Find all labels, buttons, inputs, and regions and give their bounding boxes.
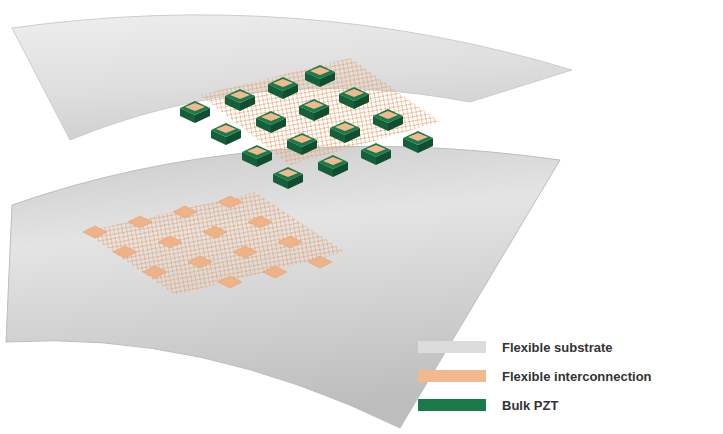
legend-label: Bulk PZT (502, 398, 558, 413)
electrode-pad (263, 266, 287, 278)
pzt-element (273, 167, 303, 189)
pzt-element (373, 109, 403, 131)
pzt-element (225, 89, 255, 111)
legend-entry: Flexible substrate (418, 337, 613, 357)
legend-entry: Flexible interconnection (418, 366, 652, 386)
electrode-pad (188, 256, 212, 268)
bottom-substrate (6, 146, 560, 428)
middle-interconnect-mesh (200, 58, 440, 165)
electrode-pad (158, 236, 182, 248)
bottom-electrode-pads (83, 196, 332, 288)
electrode-pad (83, 226, 107, 238)
pzt-element (330, 121, 360, 143)
electrode-pad (203, 226, 227, 238)
pzt-element (318, 155, 348, 177)
legend-swatch (418, 399, 486, 411)
legend-entry: Bulk PZT (418, 395, 558, 415)
electrode-pad (143, 266, 167, 278)
electrode-pad (113, 246, 137, 258)
pzt-element (403, 131, 433, 153)
pzt-element (256, 111, 286, 133)
pzt-element (339, 87, 369, 109)
pzt-element (299, 99, 329, 121)
electrode-pad (218, 276, 242, 288)
legend-swatch (418, 341, 486, 353)
electrode-pad (278, 236, 302, 248)
pzt-element (268, 77, 298, 99)
bottom-interconnect-mesh (85, 192, 345, 295)
electrode-pad (173, 206, 197, 218)
electrode-pad (248, 216, 272, 228)
legend-label: Flexible substrate (502, 340, 613, 355)
pzt-array (180, 65, 433, 189)
pzt-element (305, 65, 335, 87)
electrode-pad (128, 216, 152, 228)
electrode-pad (233, 246, 257, 258)
electrode-pad (308, 256, 332, 268)
electrode-pad (218, 196, 242, 208)
pzt-element (180, 101, 210, 123)
legend-swatch (418, 370, 486, 382)
pzt-element (287, 133, 317, 155)
pzt-element (242, 145, 272, 167)
pzt-element (211, 123, 241, 145)
pzt-element (361, 143, 391, 165)
legend-label: Flexible interconnection (502, 369, 652, 384)
